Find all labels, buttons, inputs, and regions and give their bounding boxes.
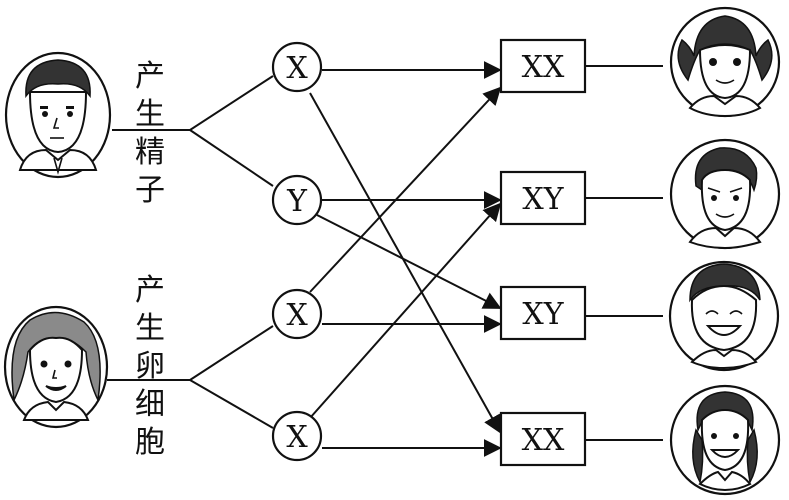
gamete-egg-x-1: X: [271, 288, 323, 340]
offspring-box-2: XY: [499, 170, 587, 226]
father-face-icon: [4, 51, 112, 179]
egg-label-char-2: 生: [135, 311, 165, 346]
gamete-egg-x-1-label: X: [286, 298, 308, 333]
sperm-label-char-2: 生: [135, 97, 165, 132]
sperm-label-char-4: 子: [135, 173, 165, 208]
offspring-lines: [585, 65, 663, 441]
offspring-label-2: XY: [522, 182, 564, 217]
egg-label-char-3: 卵: [135, 349, 165, 384]
offspring-box-4: XX: [499, 411, 587, 467]
gamete-egg-x-2-label: X: [286, 420, 308, 455]
girl-braids-face-icon: [669, 384, 781, 496]
fertilization-arrows: [309, 61, 502, 457]
gamete-sperm-y: Y: [271, 174, 323, 226]
gamete-sperm-x-label: X: [286, 51, 308, 86]
boy-face-icon: [669, 138, 781, 250]
egg-label-char-1: 产: [135, 273, 165, 308]
offspring-label-4: XX: [522, 423, 565, 458]
egg-process-label: 产 生 卵 细 胞: [135, 273, 165, 460]
egg-label-char-5: 胞: [135, 425, 165, 460]
father-lines: [112, 75, 274, 187]
sperm-label-char-3: 精: [135, 135, 165, 170]
mother-face-icon: [3, 305, 109, 429]
boy-smiling-face-icon: [668, 260, 780, 372]
offspring-label-1: XX: [522, 50, 565, 85]
mother-lines: [107, 325, 274, 429]
egg-label-char-4: 细: [135, 387, 165, 422]
girl-face-icon: [669, 6, 781, 118]
gamete-egg-x-2: X: [271, 410, 323, 462]
sperm-process-label: 产 生 精 子: [135, 59, 165, 208]
sperm-label-char-1: 产: [135, 59, 165, 94]
gamete-sperm-x: X: [271, 41, 323, 93]
offspring-box-1: XX: [499, 38, 587, 94]
offspring-box-3: XY: [499, 285, 587, 341]
gamete-sperm-y-label: Y: [286, 184, 308, 219]
offspring-label-3: XY: [522, 297, 564, 332]
